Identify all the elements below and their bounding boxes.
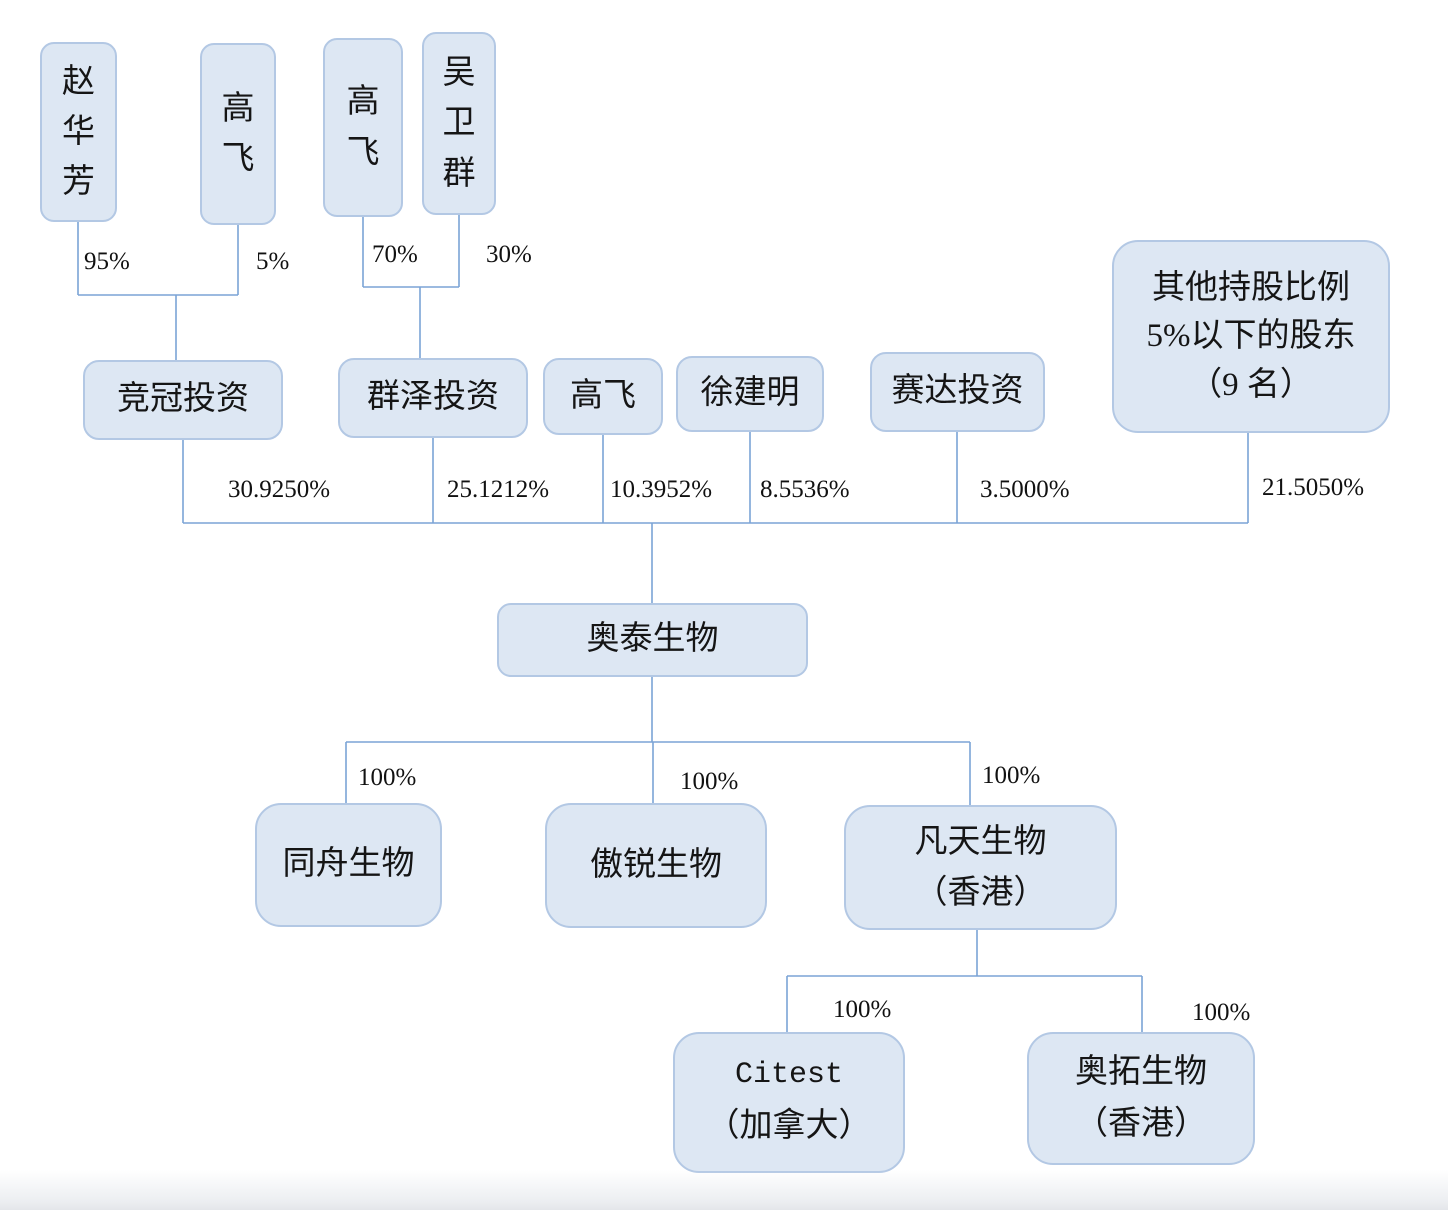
node-wuweiqun: 吴卫群 (422, 32, 496, 215)
node-jingguan-investment: 竞冠投资 (83, 360, 283, 440)
node-label-line: 凡天生物 (914, 824, 1047, 861)
node-label: 群泽投资 (367, 379, 499, 416)
node-label-line: Citest (734, 1058, 844, 1093)
node-label: 徐建明 (700, 375, 800, 412)
edge-label-aotai-fantian: 100% (982, 762, 1041, 789)
node-label-multiline: 其他持股比例 5%以下的股东 （9 名） (1147, 266, 1356, 408)
node-gaofei-top-right: 高飞 (323, 38, 403, 217)
edge-label-saida-aotai: 3.5000% (980, 476, 1070, 503)
edge-label-aotai-aorui: 100% (680, 768, 739, 795)
edge-label-qita-aotai: 21.5050% (1262, 474, 1365, 501)
node-label-line: 其他持股比例 (1152, 269, 1350, 306)
node-label: 高飞 (346, 84, 380, 171)
node-label-line: （9 名） (1189, 366, 1313, 403)
edge-label-zhao-jingguan: 95% (84, 248, 130, 275)
edge-label-qunze-aotai: 25.1212% (447, 476, 550, 503)
node-xujianming: 徐建明 (676, 356, 824, 432)
node-label: 傲锐生物 (590, 846, 722, 883)
node-qunze-investment: 群泽投资 (338, 358, 528, 438)
node-label-multiline: 凡天生物 （香港） (915, 819, 1047, 915)
node-label: 吴卫群 (442, 55, 476, 192)
edge-label-fantian-aotuo: 100% (1192, 999, 1251, 1026)
node-other-shareholders: 其他持股比例 5%以下的股东 （9 名） (1112, 240, 1390, 433)
node-aotai-bio: 奥泰生物 (497, 603, 808, 677)
page-bottom-edge (0, 1170, 1448, 1210)
node-label: 高飞 (570, 377, 636, 414)
node-aotuo-bio-hk: 奥拓生物 （香港） (1027, 1032, 1255, 1165)
node-gaofei-mid: 高飞 (543, 358, 663, 435)
node-citest-canada: Citest （加拿大） (673, 1032, 905, 1173)
node-saida-investment: 赛达投资 (870, 352, 1045, 432)
edge-label-gao-jingguan: 5% (256, 248, 290, 275)
node-label-line: 5%以下的股东 (1146, 318, 1356, 355)
node-label-line: 奥拓生物 (1075, 1053, 1207, 1090)
edge-label-fantian-citest: 100% (833, 996, 892, 1023)
node-aorui-bio: 傲锐生物 (545, 803, 767, 928)
node-tongzhou-bio: 同舟生物 (255, 803, 442, 927)
node-gaofei-top-left: 高飞 (200, 43, 276, 225)
edge-label-wu-qunze: 30% (486, 241, 532, 268)
node-label-line: （香港） (914, 874, 1047, 911)
node-label-multiline: 奥拓生物 （香港） (1075, 1049, 1207, 1149)
node-zhaohuafang: 赵华芳 (40, 42, 117, 222)
node-label-line: （加拿大） (706, 1108, 872, 1145)
node-label: 赵华芳 (61, 63, 95, 201)
edge-label-gao-qunze: 70% (372, 241, 418, 268)
node-label: 奥泰生物 (586, 621, 719, 658)
node-label-multiline: Citest （加拿大） (707, 1053, 872, 1152)
node-label: 赛达投资 (891, 373, 1024, 410)
node-label: 竞冠投资 (117, 381, 249, 418)
edge-label-gao-aotai: 10.3952% (610, 476, 713, 503)
node-fantian-bio-hk: 凡天生物 （香港） (844, 805, 1117, 930)
edge-label-xu-aotai: 8.5536% (760, 476, 850, 503)
edge-label-aotai-tongzhou: 100% (358, 764, 417, 791)
node-label: 高飞 (221, 90, 255, 177)
node-label: 同舟生物 (282, 846, 415, 883)
node-label-line: （香港） (1075, 1105, 1207, 1142)
edge-label-jingguan-aotai: 30.9250% (228, 476, 331, 503)
